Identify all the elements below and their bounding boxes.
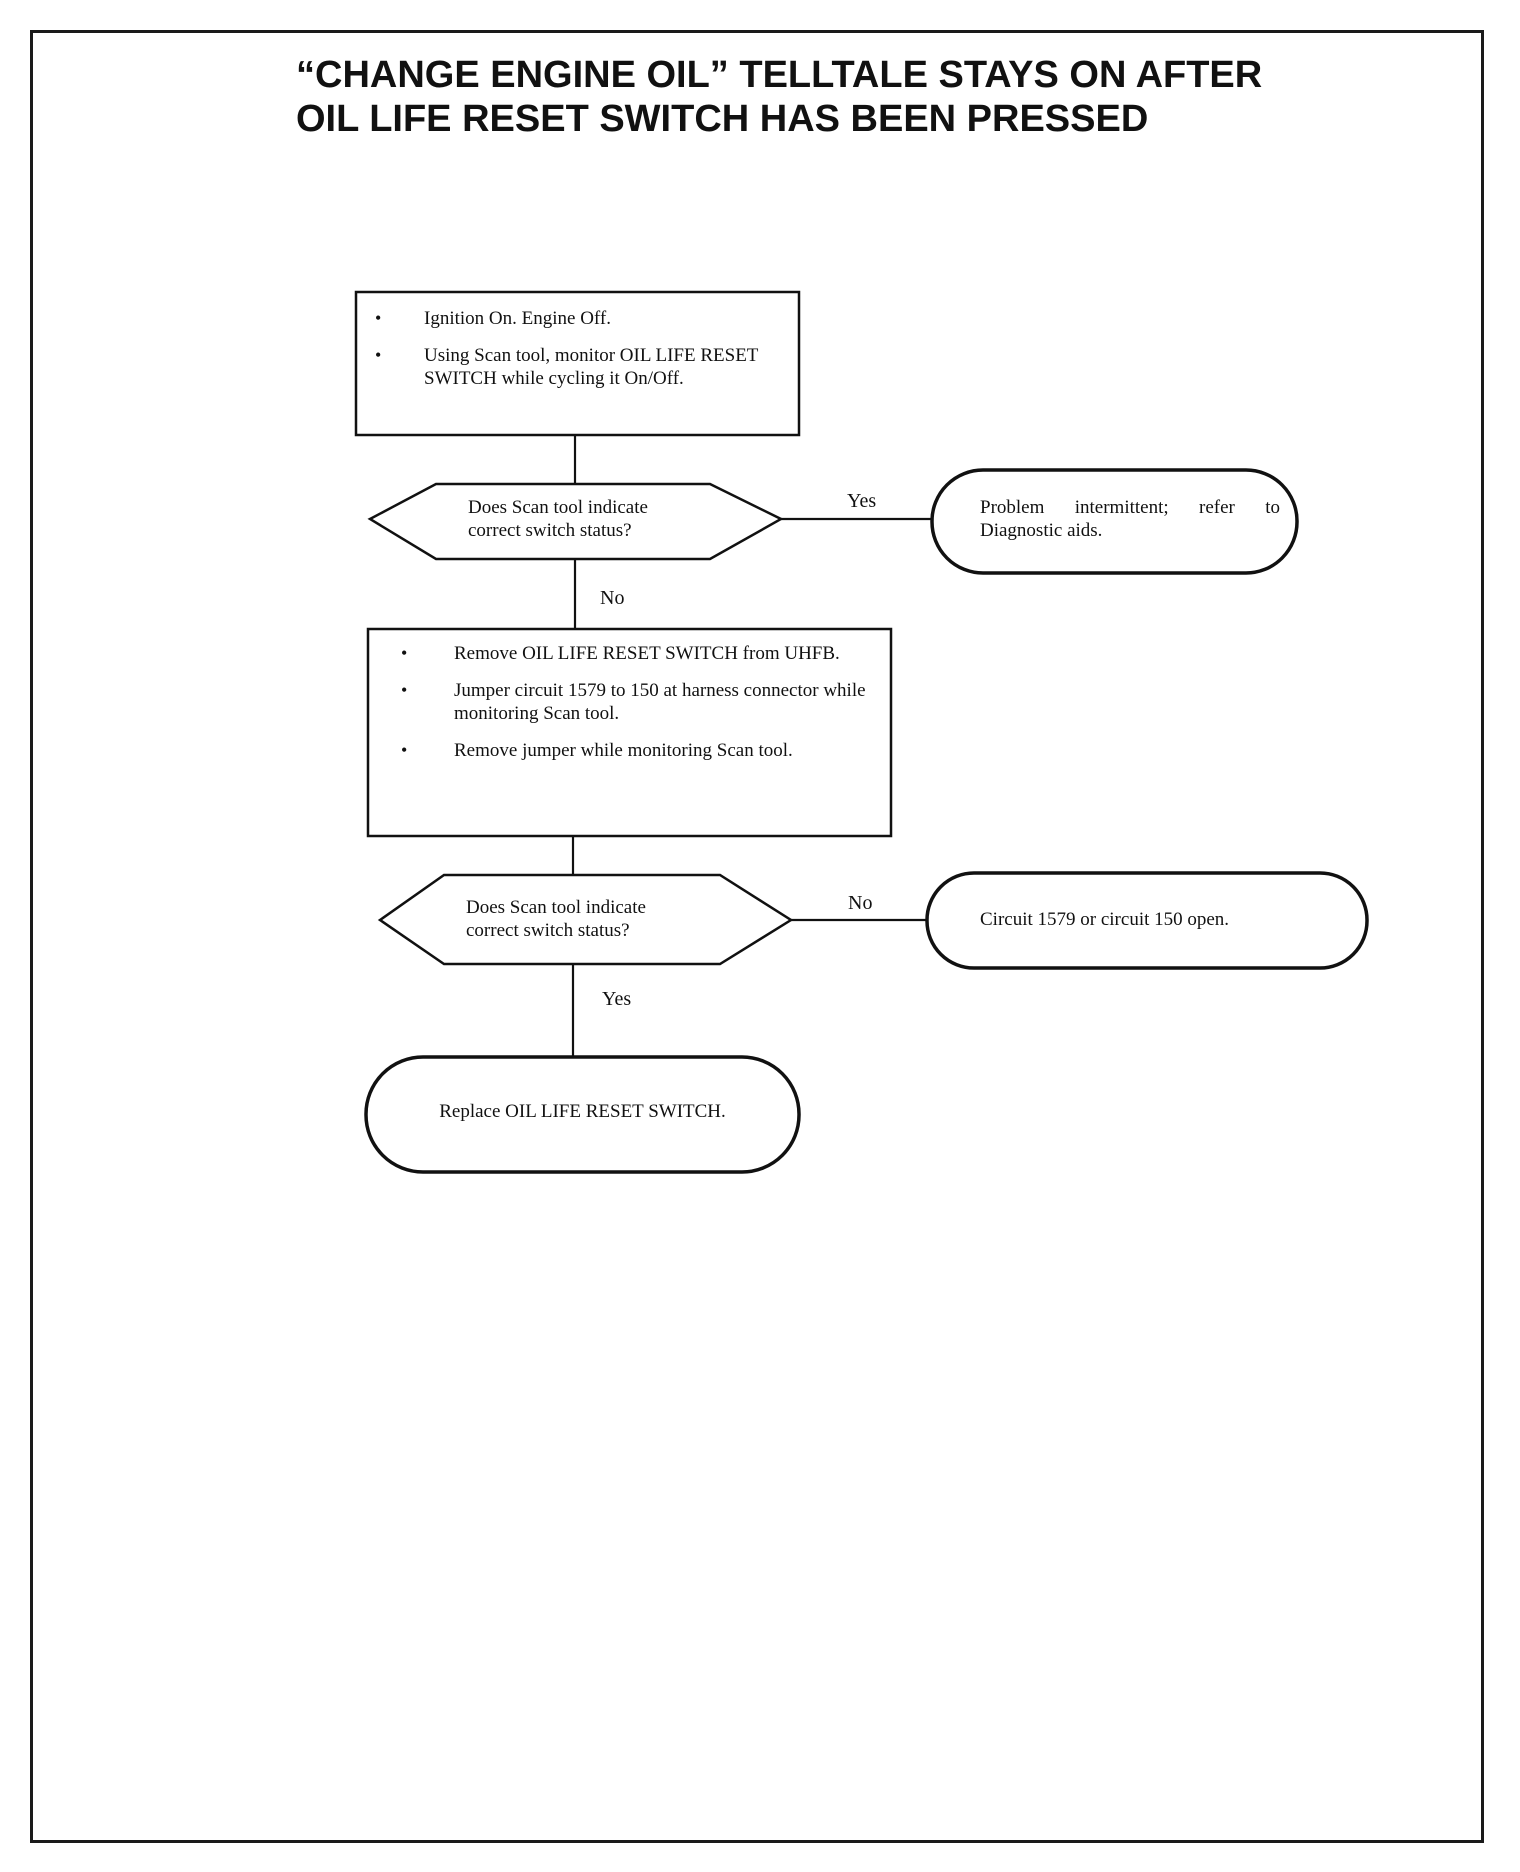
edge-label-d2-no: No xyxy=(848,892,873,914)
decision2-text: Does Scan tool indicate correct switch s… xyxy=(466,897,646,941)
step1-text: Ignition On. Engine Off. Using Scan tool… xyxy=(358,307,790,404)
step2-text: Remove OIL LIFE RESET SWITCH from UHFB. … xyxy=(384,642,884,776)
step2-item: Remove OIL LIFE RESET SWITCH from UHFB. xyxy=(384,642,884,665)
result2-terminal-shape xyxy=(925,871,1369,970)
edge-label-d1-no: No xyxy=(600,587,625,609)
page-title-line-2: OIL LIFE RESET SWITCH HAS BEEN PRESSED xyxy=(296,98,1149,140)
step1-item: Using Scan tool, monitor OIL LIFE RESET … xyxy=(358,344,790,390)
result1-terminal-shape xyxy=(930,468,1299,575)
step2-item: Remove jumper while monitoring Scan tool… xyxy=(384,739,884,762)
edge-label-d1-yes: Yes xyxy=(847,490,877,512)
decision1-text: Does Scan tool indicate correct switch s… xyxy=(468,497,648,541)
result3-terminal-shape xyxy=(364,1055,801,1174)
step1-item: Ignition On. Engine Off. xyxy=(358,307,790,330)
edge-label-d2-yes: Yes xyxy=(602,988,632,1010)
decision2-shape xyxy=(377,873,794,966)
decision1-shape xyxy=(367,482,784,561)
page-title-line-1: “CHANGE ENGINE OIL” TELLTALE STAYS ON AF… xyxy=(296,54,1263,96)
result3-text: Replace OIL LIFE RESET SWITCH. xyxy=(439,1101,726,1122)
page-border xyxy=(30,30,1484,1843)
step2-item: Jumper circuit 1579 to 150 at harness co… xyxy=(384,679,884,725)
result2-text: Circuit 1579 or circuit 150 open. xyxy=(980,909,1230,930)
result1-text: Problem intermittent; refer to Diagnosti… xyxy=(980,497,1280,541)
